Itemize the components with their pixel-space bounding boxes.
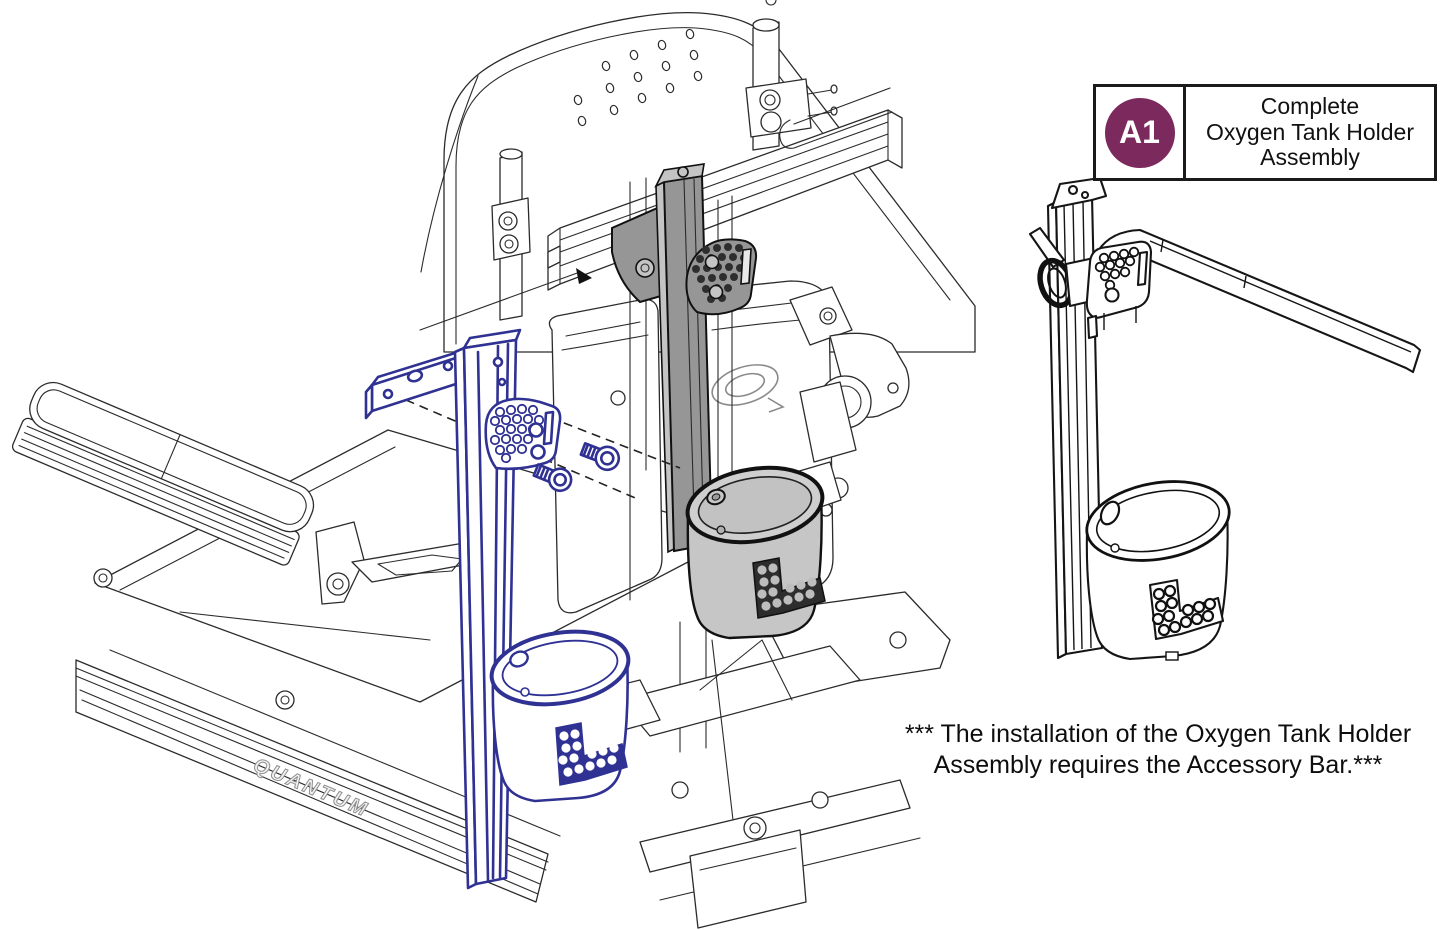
note-line-1: *** The installation of the Oxygen Tank … <box>904 720 1412 748</box>
mounting-plate <box>364 347 470 420</box>
callout-title-line-3: Assembly <box>1260 144 1360 171</box>
blue-cup-perforation <box>555 722 628 786</box>
gray-gusset-bracket <box>611 204 670 304</box>
oxygen-holder-highlighted-blue <box>364 268 681 890</box>
mounting-screws <box>532 442 621 493</box>
callout-a1: A1 Complete Oxygen Tank Holder Assembly <box>1093 84 1437 181</box>
callout-badge-cell: A1 <box>1096 87 1186 178</box>
gray-cup-perforation <box>752 557 826 619</box>
gray-perforated-clamp <box>685 238 758 316</box>
alignment-dashed-lines <box>391 268 681 501</box>
assembly-clamp <box>1028 226 1153 340</box>
note-line-2: Assembly requires the Accessory Bar.*** <box>933 751 1383 779</box>
callout-title: Complete Oxygen Tank Holder Assembly <box>1186 87 1434 178</box>
back-post-left <box>491 148 531 321</box>
callout-title-line-1: Complete <box>1260 93 1360 120</box>
oxygen-holder-installed-gray <box>611 163 826 640</box>
right-cup-perforation <box>1148 578 1225 641</box>
a1-badge: A1 <box>1104 97 1175 168</box>
tank-cup-right <box>1085 480 1231 661</box>
tank-cup-blue <box>489 629 631 803</box>
q-logo-emblem <box>711 364 785 413</box>
back-post-right <box>745 0 838 151</box>
armrest <box>11 381 491 605</box>
tank-cup-gray <box>685 465 826 640</box>
callout-title-line-2: Oxygen Tank Holder <box>1206 118 1414 145</box>
a1-badge-label: A1 <box>1119 114 1160 150</box>
blue-perforated-clamp <box>484 397 562 471</box>
back-shell-holes <box>573 28 703 127</box>
complete-assembly-view <box>1028 176 1422 661</box>
note-text: *** The installation of the Oxygen Tank … <box>878 719 1438 781</box>
armrest-bracket <box>315 521 491 605</box>
leader-arrowhead <box>576 268 592 284</box>
